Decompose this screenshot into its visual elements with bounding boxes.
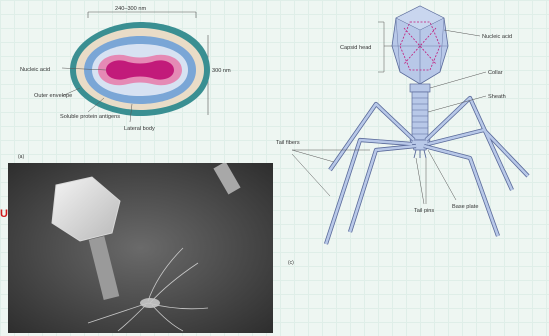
nucleic-acid-label-a: Nucleic acid <box>20 67 50 73</box>
lateral-body-label: Lateral body <box>124 126 155 132</box>
height-dimension-label: 300 nm <box>212 68 231 74</box>
outer-envelope-label: Outer envelope <box>34 93 72 99</box>
tail-fibers-label: Tail fibers <box>276 140 300 146</box>
collar-label: Collar <box>488 70 503 76</box>
soluble-antigens-label: Soluble protein antigens <box>60 114 120 120</box>
capsid-head-shape <box>392 6 448 84</box>
tail-fibers-label-text: Tail fibers <box>276 140 300 146</box>
nucleic-acid-label-c: Nucleic acid <box>482 34 512 40</box>
collar-shape <box>410 84 430 92</box>
width-dimension-label: 240–300 nm <box>115 6 146 12</box>
panel-a-diagram: 240–300 nm 300 nm Nucleic acid Outer env… <box>18 6 231 160</box>
tail-pins-label: Tail pins <box>414 208 434 214</box>
panel-c-letter: (c) <box>288 260 294 266</box>
panel-a-letter: (a) <box>18 154 24 160</box>
sheath-shape <box>412 92 428 140</box>
panel-c-diagram: Capsid head Nucleic acid Collar Sheath T… <box>276 6 528 266</box>
base-plate-label: Base plate <box>452 204 478 210</box>
capsid-head-label: Capsid head <box>340 45 371 51</box>
sheath-label: Sheath <box>488 94 506 100</box>
tail-pins-shape <box>414 150 426 158</box>
